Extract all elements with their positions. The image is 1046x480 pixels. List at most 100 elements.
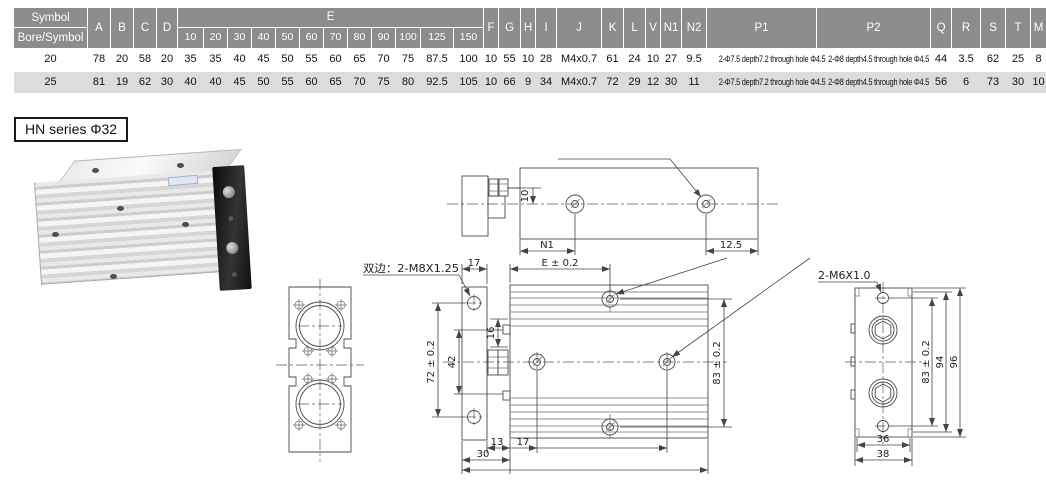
- flange-plate-outline: [461, 286, 488, 441]
- value-cell: 2-Φ8 depth4.5 through hole Φ4.5: [827, 54, 929, 65]
- photo-screw-hole: [110, 274, 117, 279]
- value-cell: 30: [664, 76, 678, 88]
- value-cell: 81: [92, 76, 106, 88]
- thread-callout: 双边：2-M8X1.25: [363, 262, 471, 297]
- dimension-42: 42: [447, 329, 503, 395]
- dimension-table: Symbol Bore/Symbol A B C D E F G H I J K…: [13, 7, 1046, 93]
- value-cell: 40: [233, 53, 246, 66]
- photo-rod-end: [225, 241, 239, 255]
- thread-label: 2-M6X1.0: [818, 269, 871, 282]
- thread-label: 双边：2-M8X1.25: [363, 262, 459, 275]
- photo-screw-hole: [177, 163, 184, 168]
- col-header-v: V: [645, 7, 662, 49]
- dimension-bottom-chain: 13 17 30: [461, 371, 709, 474]
- value-cell: M4x0.7: [561, 76, 598, 88]
- dimension-96: 96: [913, 287, 966, 438]
- col-header-i: I: [535, 7, 558, 49]
- e-subcol-header: 50: [275, 27, 300, 49]
- value-cell: 28: [539, 53, 553, 66]
- dim-label-38: 38: [877, 449, 890, 460]
- dimension-94: 94: [913, 291, 952, 433]
- dim-label-94: 94: [935, 356, 946, 369]
- profile-view-drawing: [276, 279, 364, 462]
- dimension-16: 16: [486, 318, 508, 348]
- value-cell: 45: [233, 76, 246, 88]
- dim-label-13: 13: [491, 437, 504, 448]
- port-hole: [696, 194, 716, 214]
- col-header-p2: P2: [816, 7, 932, 49]
- dim-label-83: 83 ± 0.2: [712, 341, 723, 384]
- value-cell: 9: [524, 76, 532, 88]
- col-header-j: J: [556, 7, 603, 49]
- col-header-n1: N1: [660, 7, 683, 49]
- dimension-e: E ± 0.2: [509, 258, 611, 290]
- cylinder-body-outline: [509, 284, 709, 439]
- e-subcol-header: 90: [371, 27, 396, 49]
- e-subcol-header: 40: [251, 27, 276, 49]
- col-header-k: K: [601, 7, 625, 49]
- rod-end-assembly: [461, 175, 520, 237]
- value-cell: 50: [257, 76, 270, 88]
- col-header-l: L: [623, 7, 647, 49]
- value-cell: 9.5: [686, 53, 702, 66]
- value-cell: 24: [628, 53, 641, 66]
- e-subcol-header: 20: [203, 27, 228, 49]
- dimension-n1: N1: [519, 214, 576, 255]
- e-subcol-header: 80: [347, 27, 372, 49]
- value-cell: 55: [503, 53, 516, 66]
- dim-label-36: 36: [877, 434, 890, 445]
- value-cell: 20: [115, 53, 129, 66]
- value-cell: 58: [138, 53, 152, 66]
- col-header-symbol: Symbol Bore/Symbol: [13, 7, 88, 49]
- value-cell: 30: [160, 76, 174, 88]
- photo-screw-hole: [182, 222, 189, 227]
- value-cell: 80: [401, 76, 415, 88]
- value-cell: 10: [521, 53, 535, 66]
- dimension-17-top: 17: [461, 258, 488, 284]
- value-cell: 92.5: [426, 76, 448, 88]
- value-cell: 60: [329, 53, 342, 66]
- side-view-drawing: 10 N1 12.5: [447, 158, 780, 255]
- value-cell: 75: [377, 76, 390, 88]
- value-cell: 2-Φ8 depth4.5 through hole Φ4.5: [827, 77, 929, 87]
- value-cell: 45: [257, 53, 270, 66]
- mounting-hole: [875, 292, 891, 304]
- value-cell: 55: [281, 76, 294, 88]
- e-subcol-header: 60: [299, 27, 324, 49]
- value-cell: 29: [628, 76, 641, 88]
- value-cell: 10: [646, 53, 660, 66]
- dimension-83: 83 ± 0.2: [890, 297, 938, 427]
- value-cell: 6: [962, 76, 970, 88]
- value-cell: 50: [281, 53, 294, 66]
- col-header-f: F: [483, 7, 500, 49]
- value-cell: 11: [688, 76, 700, 88]
- port-hole: [658, 353, 676, 371]
- value-cell: 35: [184, 53, 197, 66]
- value-cell: 34: [539, 76, 553, 88]
- col-header-c: C: [133, 7, 157, 49]
- dim-label-83: 83 ± 0.2: [921, 340, 932, 383]
- rod-socket: [868, 315, 898, 345]
- dim-label-12-5: 12.5: [720, 240, 742, 251]
- value-cell: 73: [986, 76, 1000, 88]
- value-cell: 20: [160, 53, 174, 66]
- value-cell: 35: [209, 53, 222, 66]
- top-view-drawing: 双边：2-M8X1.25 17 E ± 0.2 83 ± 0.2: [363, 257, 811, 474]
- value-cell: 70: [353, 76, 366, 88]
- value-cell: 10: [484, 76, 498, 88]
- col-header-n2: N2: [681, 7, 708, 49]
- bore-cell: 25: [44, 76, 57, 88]
- col-header-g: G: [498, 7, 522, 49]
- value-cell: 40: [209, 76, 222, 88]
- port-hole: [528, 353, 546, 371]
- value-cell: 10: [1032, 76, 1045, 88]
- dim-label-30: 30: [477, 449, 490, 460]
- value-cell: 27: [664, 53, 678, 66]
- leader-line: [558, 158, 702, 198]
- symbol-label: Symbol: [14, 8, 87, 28]
- photo-screw: [231, 271, 237, 278]
- value-cell: 12: [646, 76, 660, 88]
- value-cell: 61: [606, 53, 619, 66]
